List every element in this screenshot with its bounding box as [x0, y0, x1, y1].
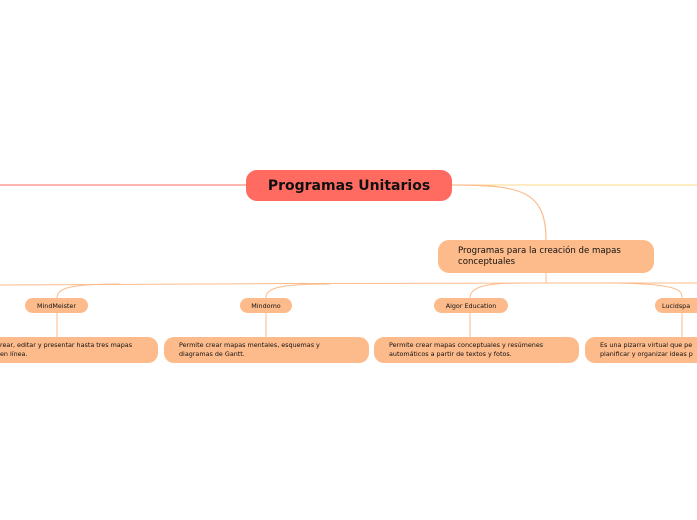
subtopic-label: Lucidspa: [662, 301, 691, 310]
connector-branch-left: [0, 282, 547, 286]
connector-mindmeister: [56, 283, 121, 299]
description-line: rear, editar y presentar hasta tres mapa…: [0, 341, 133, 349]
subtopic-mindomo[interactable]: Mindomo: [240, 298, 292, 313]
description-line: Es una pizarra virtual que pe: [600, 341, 693, 349]
description-line: Permite crear mapas conceptuales y resúm…: [389, 341, 544, 349]
subtopic-label: Mindomo: [251, 301, 281, 310]
description-line: automáticos a partir de textos y fotos.: [389, 350, 512, 358]
main-topic-node[interactable]: Programas para la creación de mapas conc…: [438, 240, 654, 273]
description-mindmeister[interactable]: rear, editar y presentar hasta tres mapa…: [0, 337, 158, 363]
subtopic-label: Algor Education: [445, 301, 497, 310]
description-line: en línea.: [0, 350, 28, 358]
central-topic-label: Programas Unitarios: [267, 177, 431, 194]
description-line: planificar y organizar ideas p: [600, 350, 693, 358]
connector-algor: [469, 282, 521, 299]
main-topic-label: Programas para la creación de mapas conc…: [458, 246, 621, 267]
connector-mindomo: [265, 283, 331, 299]
description-line: diagramas de Gantt.: [179, 350, 245, 358]
subtopic-lucidspark[interactable]: Lucidspa: [655, 298, 697, 313]
description-mindomo[interactable]: Permite crear mapas mentales, esquemas y…: [164, 337, 369, 363]
connector-central-main-topic: [451, 184, 547, 241]
subtopic-label: MindMeister: [36, 301, 76, 310]
description-algor-education[interactable]: Permite crear mapas conceptuales y resúm…: [374, 337, 579, 363]
description-lucidspark[interactable]: Es una pizarra virtual que pe planificar…: [585, 337, 697, 363]
subtopic-mindmeister[interactable]: MindMeister: [25, 298, 88, 313]
connector-lucidspark: [599, 282, 683, 299]
subtopic-algor-education[interactable]: Algor Education: [434, 298, 508, 313]
description-line: Permite crear mapas mentales, esquemas y: [179, 341, 320, 349]
central-topic[interactable]: Programas Unitarios: [246, 170, 452, 201]
